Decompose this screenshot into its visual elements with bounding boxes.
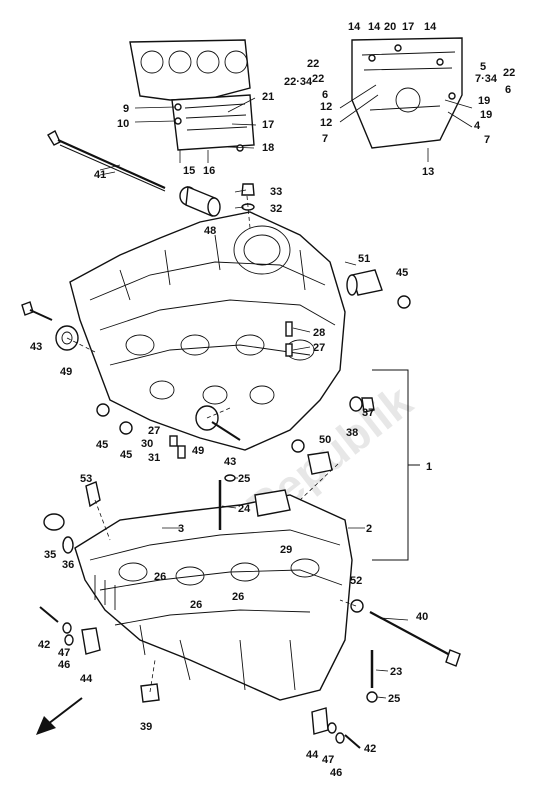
leader-lines-lower — [99, 171, 409, 699]
callout-label: 30 — [141, 438, 153, 450]
callout-label: 42 — [38, 639, 50, 651]
callout-label: 3 — [178, 523, 184, 535]
callout-label: 27 — [313, 342, 325, 354]
callout-label: 2 — [366, 523, 372, 535]
callout-label: 44 — [306, 749, 319, 761]
callout-label: 28 — [313, 327, 325, 339]
callout-label: 7 — [484, 134, 490, 146]
callout-label: 13 — [422, 166, 434, 178]
callout-label: 42 — [364, 743, 376, 755]
callout-label: 22 — [307, 58, 319, 70]
callout-label: 52 — [350, 575, 362, 587]
long-bolt-41 — [47, 130, 166, 192]
callout-label: 6 — [505, 84, 511, 96]
callout-label: 43 — [30, 341, 42, 353]
upper-crankcase — [69, 211, 346, 451]
callout-label: 19 — [480, 109, 492, 121]
callout-label: 22 — [312, 73, 324, 85]
callouts-lower-case: 53 24 3 2 35 36 26 26 29 26 52 42 46 47 … — [38, 473, 428, 779]
callout-label: 46 — [58, 659, 70, 671]
inset-top-left — [129, 39, 255, 152]
callout-label: 17 — [262, 119, 274, 131]
callout-label: 16 — [203, 165, 215, 177]
callout-label: 7 — [322, 133, 328, 145]
callout-label: 12 — [320, 117, 332, 129]
callout-label: 53 — [80, 473, 92, 485]
callout-label: 7·34 — [475, 73, 498, 85]
callout-label: 29 — [280, 544, 292, 556]
callout-label: 31 — [148, 452, 160, 464]
callout-label: 46 — [330, 767, 342, 779]
callout-label: 45 — [396, 267, 408, 279]
callout-label: 25 — [388, 693, 400, 705]
callout-label: 33 — [270, 186, 282, 198]
callout-label: 49 — [192, 445, 204, 457]
callout-label: 43 — [224, 456, 236, 468]
callout-label: 17 — [402, 21, 414, 33]
callouts-top-right: 14 14 17 20 14 22 22 22·34 5 7·34 22 6 1… — [284, 21, 515, 178]
callout-label: 6 — [322, 89, 328, 101]
callout-label: 1 — [426, 461, 432, 473]
callout-label: 36 — [62, 559, 74, 571]
callout-label: 24 — [238, 503, 251, 515]
leader-lines — [99, 84, 473, 209]
callout-label: 49 — [60, 366, 72, 378]
callout-label: 5 — [480, 61, 486, 73]
callout-label: 9 — [123, 103, 129, 115]
callout-label: 45 — [96, 439, 108, 451]
callout-label: 14 — [348, 21, 361, 33]
alignment-lines — [66, 195, 357, 693]
callout-label: 38 — [346, 427, 358, 439]
callout-label: 15 — [183, 165, 195, 177]
callout-label: 22·34 — [284, 76, 313, 88]
callout-label: 12 — [320, 101, 332, 113]
callout-label: 32 — [270, 203, 282, 215]
callout-label: 48 — [204, 225, 216, 237]
callout-label: 26 — [232, 591, 244, 603]
callout-label: 14 — [368, 21, 381, 33]
callout-label: 26 — [154, 571, 166, 583]
lower-crankcase — [74, 489, 353, 701]
callout-label: 22 — [503, 67, 515, 79]
callout-label: 47 — [322, 754, 334, 766]
callout-label: 27 — [148, 425, 160, 437]
inset-top-right — [351, 37, 463, 149]
callout-label: 26 — [190, 599, 202, 611]
callout-label: 37 — [362, 407, 374, 419]
callout-label: 4 — [474, 120, 481, 132]
callout-label: 23 — [390, 666, 402, 678]
callout-label: 51 — [358, 253, 370, 265]
callout-label: 39 — [140, 721, 152, 733]
callout-label: 47 — [58, 647, 70, 659]
callout-label: 19 — [478, 95, 490, 107]
callout-label: 21 — [262, 91, 274, 103]
callout-label: 14 — [424, 21, 437, 33]
callouts-upper-case: 41 48 33 32 51 45 43 49 28 27 38 37 45 2… — [30, 169, 432, 485]
callout-label: 40 — [416, 611, 428, 623]
callout-label: 44 — [80, 673, 93, 685]
small-parts — [21, 269, 461, 749]
callout-label: 45 — [120, 449, 132, 461]
callout-label: 18 — [262, 142, 274, 154]
callout-label: 25 — [238, 473, 250, 485]
bushing-48 — [179, 186, 221, 217]
callout-label: 35 — [44, 549, 56, 561]
callout-label: 20 — [384, 21, 396, 33]
direction-arrow — [36, 697, 83, 735]
callout-label: 10 — [117, 118, 129, 130]
callouts-top-left: 9 10 15 16 17 18 21 — [117, 91, 274, 177]
callout-label: 50 — [319, 434, 331, 446]
